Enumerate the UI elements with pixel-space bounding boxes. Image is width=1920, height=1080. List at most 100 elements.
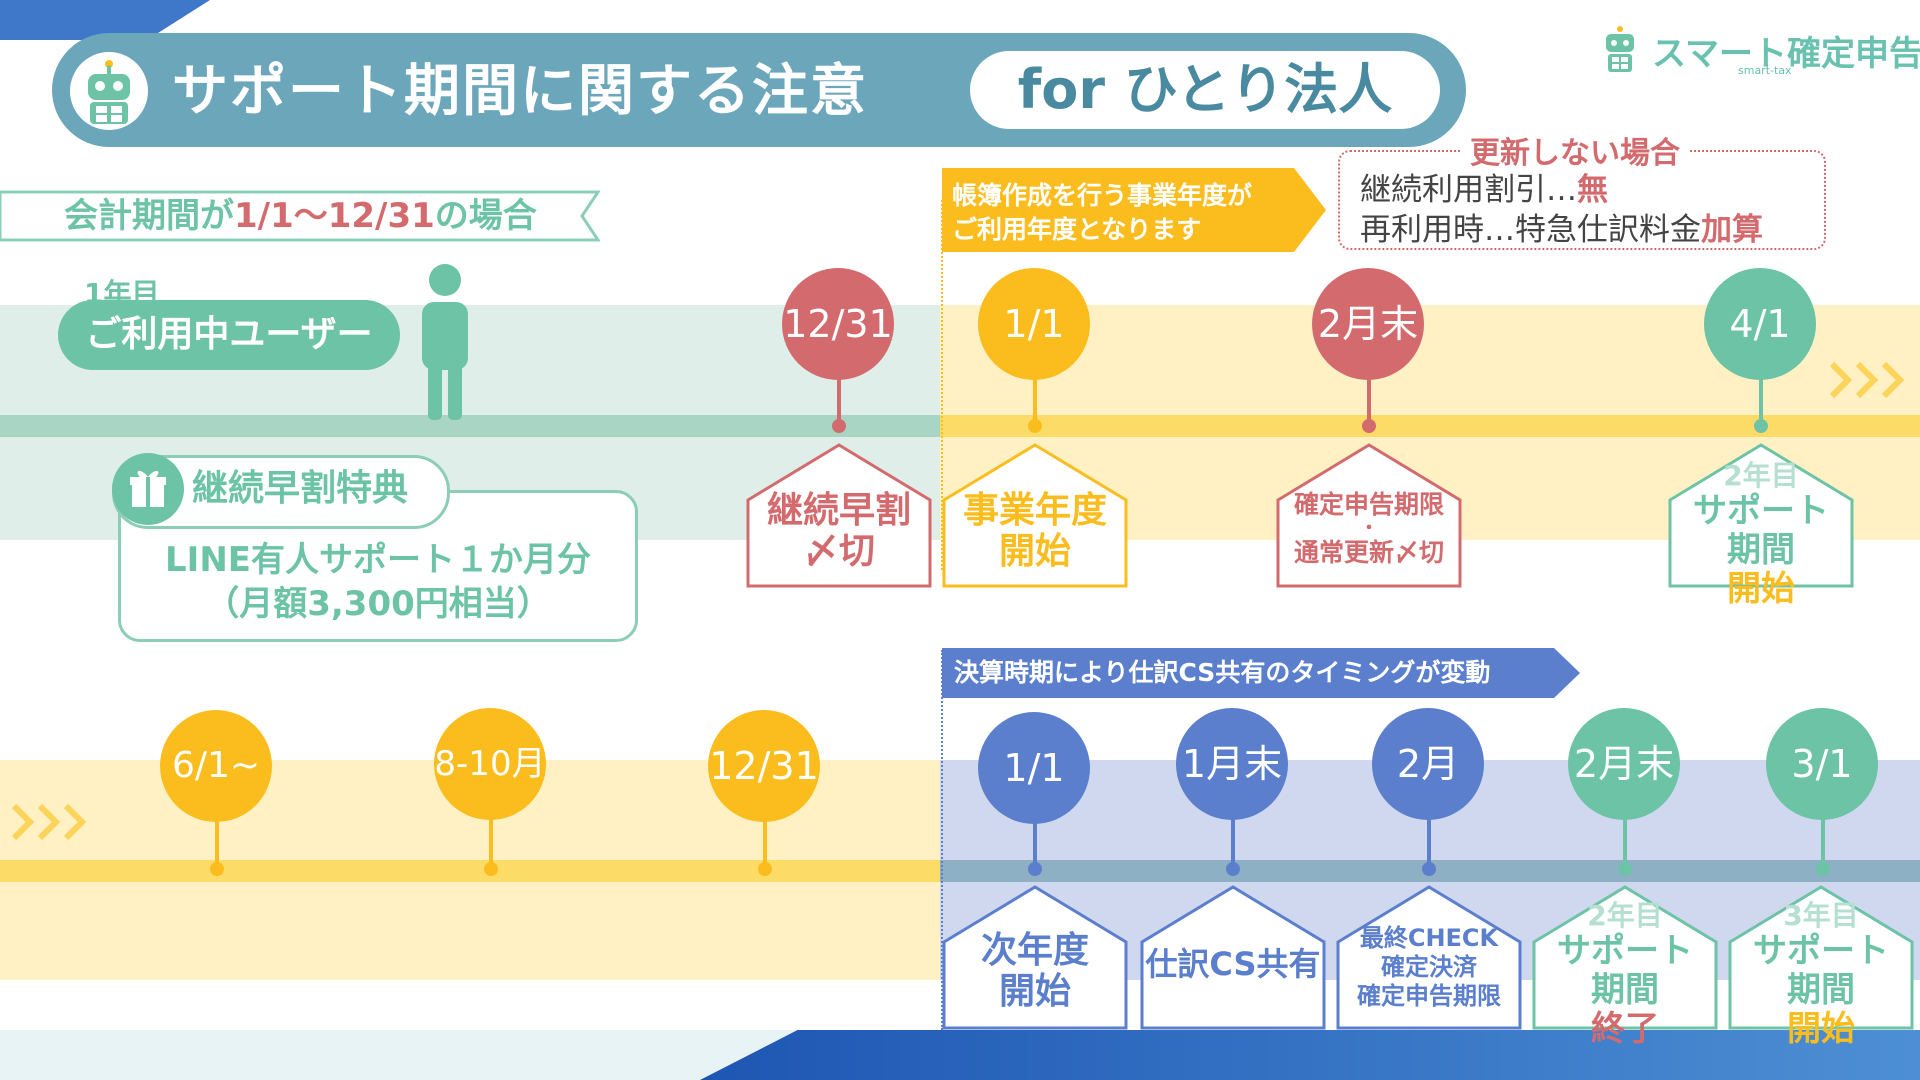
chevron-right-icon [1828,360,1912,404]
house-year: 3年目 [1783,899,1859,932]
house-line: 期間 [1787,970,1855,1011]
bottom-dot [1226,862,1240,876]
house-line: サポート [1693,491,1829,532]
top-date-circle: 12/31 [782,268,894,380]
house-line: 確定申告期限 [1293,490,1444,519]
house-line: 開始 [998,971,1071,1013]
divider-top [941,200,943,570]
top-line-yellow [940,415,1920,437]
bottom-date-circle: 1月末 [1176,708,1288,820]
benefit-line2: （月額3,300円相当） [205,584,551,624]
top-dot [1362,419,1376,433]
house-year: 2年目 [1723,459,1799,492]
cs-note-text: 決算時期により仕訳CS共有のタイミングが変動 [954,658,1491,687]
bottom-dot [1028,862,1042,876]
house-line: 開始 [998,531,1071,573]
top-date-circle: 4/1 [1704,268,1816,380]
house-line: 継続早割 [766,490,911,531]
bottom-stem [1033,822,1037,870]
bottom-line-yellow [0,860,940,882]
bottom-milestone-house: 最終CHECK 確定決済 確定申告期限 [1336,884,1522,1030]
bottom-stem [1427,818,1431,870]
person-icon [412,262,478,426]
top-milestone-house: 継続早割 〆切 [746,442,932,588]
no-renew-line2-emph: 加算 [1701,212,1763,248]
bottom-milestone-house: 次年度 開始 [942,884,1128,1030]
house-line: サポート [1557,931,1693,972]
top-date-circle: 2月末 [1312,268,1424,380]
no-renew-line2-text: 再利用時…特急仕訳料金 [1360,212,1701,248]
bottom-dot [1816,862,1830,876]
house-line: ・ [1360,518,1378,539]
house-emph: 開始 [1787,1009,1855,1050]
house-line: 期間 [1591,970,1659,1011]
top-line-green [0,415,940,437]
top-milestone-house: 事業年度 開始 [942,442,1128,588]
no-renew-line1-emph: 無 [1577,172,1608,208]
chevron-right-icon-bottom [10,802,94,846]
bottom-stem [1231,818,1235,870]
house-line: 通常更新〆切 [1293,538,1444,567]
no-renew-title: 更新しない場合 [1462,128,1688,172]
bottom-accent [700,1030,1920,1080]
bottom-date-circle: 2月末 [1568,708,1680,820]
house-line: 確定申告期限 [1357,981,1501,1010]
top-dot [1028,419,1042,433]
bottom-dot [1422,862,1436,876]
top-stem [1033,378,1037,426]
bottom-milestone-house: 仕訳CS共有 [1140,884,1326,1030]
house-line: 確定決済 [1381,952,1477,981]
bottom-date-circle: 12/31 [708,710,820,822]
bottom-stem [215,820,219,870]
gift-icon [112,453,184,525]
period-prefix: 会計期間が [64,196,234,236]
user-label: ご利用中ユーザー [58,300,400,370]
bottom-date-circle: 6/1~ [160,710,272,822]
bottom-dot [1618,862,1632,876]
house-emph: 終了 [1591,1009,1659,1050]
house-emph: 開始 [1727,569,1795,610]
no-renew-line2: 再利用時…特急仕訳料金加算 [1360,204,1763,249]
house-line: 事業年度 [962,490,1107,531]
no-renew-line1-text: 継続利用割引… [1360,172,1577,208]
fiscal-note-line1: 帳簿作成を行う事業年度が [952,181,1253,210]
divider-bottom [941,650,943,1030]
bottom-date-circle: 3/1 [1766,708,1878,820]
top-date-circle: 1/1 [978,268,1090,380]
no-renew-line1: 継続利用割引…無 [1360,164,1608,209]
top-stem [1759,378,1763,426]
house-line: サポート [1753,931,1889,972]
house-line: 最終CHECK [1359,924,1499,952]
bottom-date-circle: 2月 [1372,708,1484,820]
fiscal-year-note: 帳簿作成を行う事業年度が ご利用年度となります [942,168,1326,252]
bottom-milestone-house: 2年目 サポート 期間終了 [1532,884,1718,1049]
logo-subtitle: smart-tax [1738,64,1792,77]
period-banner: 会計期間が1/1〜12/31の場合 [0,190,600,242]
top-dot [1754,419,1768,433]
house-year: 2年目 [1587,899,1663,932]
page-title: サポート期間に関する注意 [172,59,868,124]
top-stem [837,378,841,426]
fiscal-note-line2: ご利用年度となります [952,215,1202,244]
house-line: 次年度 [980,930,1089,971]
house-line: 仕訳CS共有 [1145,945,1321,983]
bottom-date-circle: 1/1 [978,712,1090,824]
bottom-stem [1821,818,1825,870]
benefit-line1: LINE有人サポート１か月分 [165,540,591,580]
top-milestone-house: 2年目 サポート 期間開始 [1668,442,1854,609]
house-line: 〆切 [802,531,875,573]
cs-timing-note: 決算時期により仕訳CS共有のタイミングが変動 [942,648,1580,698]
bottom-dot [484,862,498,876]
bottom-dot [758,862,772,876]
logo-icon [1598,24,1642,80]
bottom-date-circle: 8-10月 [434,708,546,820]
bottom-milestone-house: 3年目 サポート 期間開始 [1728,884,1914,1049]
benefit-title: 継続早割特典 [192,468,409,509]
period-range: 1/1〜12/31 [234,196,435,236]
bottom-dot [210,862,224,876]
top-dot [832,419,846,433]
bottom-stem [763,820,767,870]
audience-tag: for ひとり法人 [970,51,1440,129]
robot-icon [70,52,148,130]
logo-name: スマート確定申告 [1652,34,1920,74]
